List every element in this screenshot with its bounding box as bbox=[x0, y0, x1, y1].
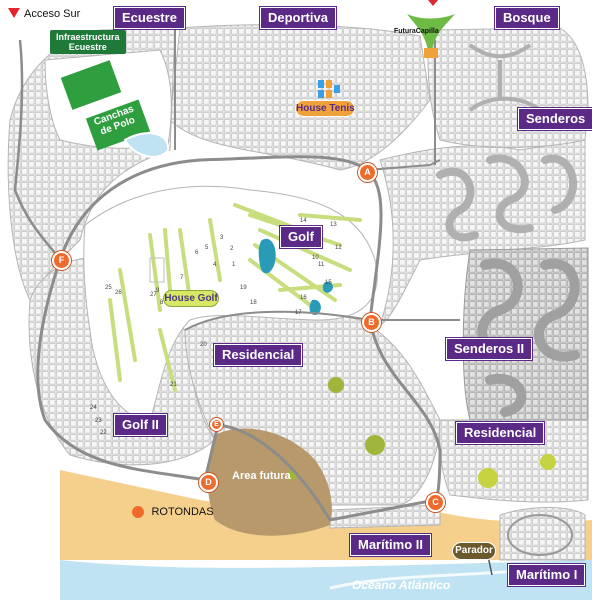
park-center-2 bbox=[365, 435, 385, 455]
golf-practice-area bbox=[149, 257, 165, 283]
golf-hole-number: 27 bbox=[150, 292, 157, 298]
area-futura-zone bbox=[207, 428, 332, 536]
zone-label-ecuestre[interactable]: Ecuestre bbox=[114, 7, 185, 29]
golf-hole-number: 7 bbox=[180, 275, 184, 281]
golf-hole-number: 3 bbox=[220, 235, 224, 241]
polo-pond bbox=[123, 132, 170, 158]
senderos-paths bbox=[436, 154, 577, 242]
capilla-tree bbox=[407, 14, 455, 50]
rotonda-b[interactable]: B bbox=[362, 313, 381, 332]
main-road bbox=[36, 155, 442, 522]
golf-hole-number: 26 bbox=[115, 290, 122, 296]
golf-hole-number: 14 bbox=[300, 218, 307, 224]
golf-hole-number: 25 bbox=[105, 285, 112, 291]
zone-label-maritimo-i[interactable]: Marítimo I bbox=[508, 564, 586, 586]
parador-pill[interactable]: Parador bbox=[452, 542, 496, 560]
golf-hole-number: 16 bbox=[300, 295, 307, 301]
ocean-label: Océano Atlántico bbox=[352, 578, 451, 592]
legend-rotonda-swatch bbox=[132, 505, 144, 518]
golf-hole-number: 20 bbox=[200, 342, 207, 348]
golf-hole-number: 19 bbox=[240, 285, 247, 291]
zone-label-residencial-east[interactable]: Residencial bbox=[456, 422, 545, 444]
maritimo-i-ring bbox=[507, 514, 573, 556]
zone-label-residencial-center[interactable]: Residencial bbox=[214, 344, 303, 366]
golf-hole-number: 9 bbox=[156, 288, 160, 294]
beach bbox=[60, 470, 592, 560]
capilla-arrow bbox=[428, 0, 438, 6]
infraestructura-ecuestre-label: Infraestructura Ecuestre bbox=[50, 30, 126, 54]
north-road bbox=[174, 30, 436, 165]
golf-hole-number: 6 bbox=[195, 250, 199, 256]
zone-label-maritimo-ii[interactable]: Marítimo II bbox=[350, 534, 432, 556]
zone-label-golf-ii[interactable]: Golf II bbox=[114, 414, 167, 436]
golf-lake-1 bbox=[258, 238, 276, 274]
golf-hole-number: 15 bbox=[325, 280, 332, 286]
golf-hole-number: 24 bbox=[90, 405, 97, 411]
house-tenis-pill[interactable]: House Tenis bbox=[295, 100, 355, 117]
golf-hole-number: 21 bbox=[170, 382, 177, 388]
park-center bbox=[328, 377, 344, 393]
bosque-paths bbox=[468, 43, 542, 112]
zone-label-golf[interactable]: Golf bbox=[280, 226, 322, 248]
futura-capilla-label: FuturaCapilla bbox=[394, 28, 439, 35]
zone-label-deportiva[interactable]: Deportiva bbox=[260, 7, 336, 29]
golf-hole-number: 18 bbox=[250, 300, 257, 306]
rotonda-f[interactable]: F bbox=[52, 251, 71, 270]
rotonda-c[interactable]: C bbox=[426, 493, 445, 512]
acceso-sur-triangle bbox=[8, 8, 20, 18]
ocean bbox=[60, 560, 592, 600]
golf-hole-number: 2 bbox=[230, 246, 234, 252]
polo-field-2 bbox=[85, 99, 151, 151]
golf-hole-number: 1 bbox=[232, 262, 236, 268]
golf-hole-number: 13 bbox=[330, 222, 337, 228]
capilla-base bbox=[424, 48, 438, 58]
golf-hole-number: 11 bbox=[318, 262, 325, 268]
zone-label-senderos-ii[interactable]: Senderos II bbox=[446, 338, 533, 360]
secondary-road bbox=[184, 310, 371, 331]
east-road bbox=[366, 159, 460, 321]
rotonda-d[interactable]: D bbox=[199, 473, 218, 492]
acceso-sur-label: Acceso Sur bbox=[24, 8, 81, 20]
area-futura-label: Area futura bbox=[232, 470, 291, 482]
golf-hole-number: 12 bbox=[335, 245, 342, 251]
golf-hole-number: 5 bbox=[205, 245, 209, 251]
golf-hole-number: 8 bbox=[160, 300, 164, 306]
lot-mass-north bbox=[169, 24, 431, 171]
golf-hole-number: 10 bbox=[312, 255, 319, 261]
house-golf-pill[interactable]: House Golf bbox=[163, 290, 219, 307]
golf-lake-3 bbox=[322, 281, 333, 293]
access-road bbox=[13, 39, 62, 261]
infraestructura-line-1: Infraestructura bbox=[56, 32, 120, 42]
golf-hole-number: 17 bbox=[295, 310, 302, 316]
zone-label-bosque[interactable]: Bosque bbox=[495, 7, 559, 29]
golf-lake-2 bbox=[309, 299, 321, 316]
house-tenis-courts bbox=[318, 80, 340, 98]
golf-hole-number: 4 bbox=[213, 262, 217, 268]
rotonda-a[interactable]: A bbox=[358, 163, 377, 182]
rotonda-e[interactable]: E bbox=[210, 418, 223, 431]
golf-hole-number: 23 bbox=[95, 418, 102, 424]
infraestructura-line-2: Ecuestre bbox=[68, 42, 107, 52]
legend-rotondas-label: ROTONDAS bbox=[151, 505, 214, 518]
zone-label-senderos[interactable]: Senderos bbox=[518, 108, 592, 130]
park-east-2 bbox=[540, 454, 556, 470]
legend-rotondas: ROTONDAS bbox=[132, 503, 214, 521]
polo-field-1 bbox=[60, 60, 122, 110]
golf-hole-number: 22 bbox=[100, 430, 107, 436]
park-east-1 bbox=[478, 468, 498, 488]
